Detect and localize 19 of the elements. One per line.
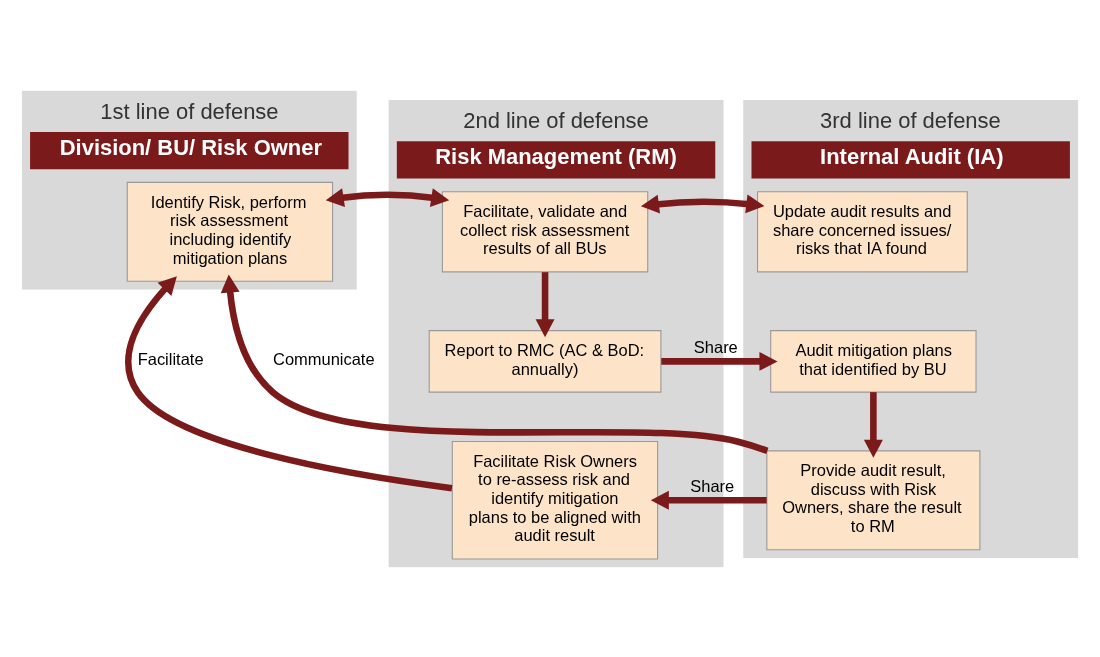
edge-label: Share: [693, 337, 738, 356]
node-box: Facilitate, validate and collect risk assessment results of all BUs: [441, 190, 649, 272]
arrow: [535, 271, 555, 337]
edge-label: Facilitate: [137, 349, 204, 368]
arrow: [640, 194, 765, 214]
node-box: Update audit results and share concerned issues/ risks that IA found: [757, 190, 968, 272]
node-box: Identify Risk, perform risk assessment including identify mitigation plans: [126, 181, 334, 282]
arrow: [863, 391, 883, 458]
edge-label: Communicate: [273, 349, 375, 368]
node-box: Provide audit result, discuss with Risk Owners, share the result to RM: [766, 449, 981, 550]
node-box: Facilitate Risk Owners to re-assess risk and identify mitigation plans to be aligned with audit result: [451, 440, 659, 560]
node-box: Report to RMC (AC & BoD: annually): [428, 329, 662, 393]
arrow: [650, 490, 767, 510]
edge-label: Share: [690, 476, 735, 495]
arrow: [125, 275, 453, 491]
arrow: [325, 187, 450, 207]
arrow: [220, 273, 769, 454]
node-box: Audit mitigation plans that identified by BU: [770, 329, 977, 393]
arrow: [661, 351, 778, 371]
